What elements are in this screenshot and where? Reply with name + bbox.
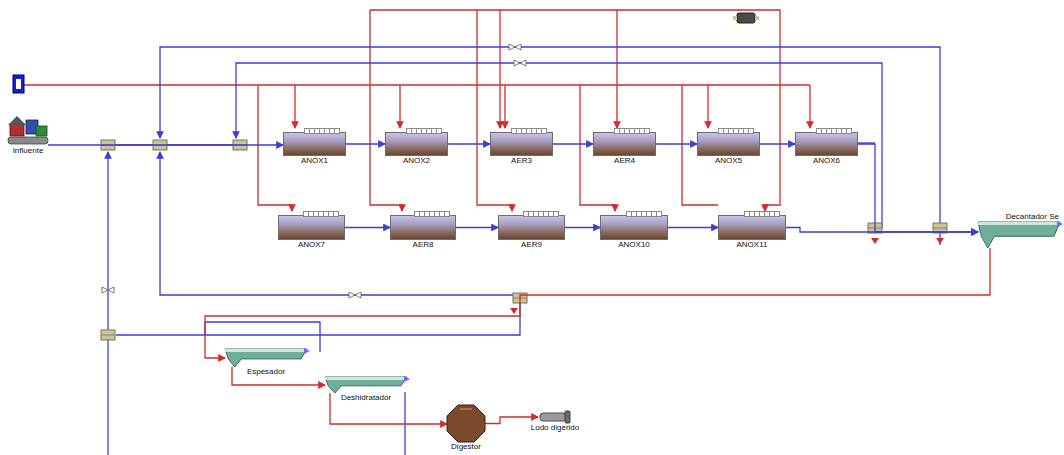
clarifier-tank — [325, 377, 407, 393]
unit-label: AER3 — [510, 156, 533, 166]
digester-body — [447, 405, 485, 442]
shape-outline — [325, 377, 407, 393]
flow-connector — [760, 143, 795, 144]
unit-label: AER4 — [613, 156, 636, 166]
reactor-tank — [600, 215, 668, 240]
roof — [8, 116, 26, 125]
process-unit: ANOX2 — [385, 132, 448, 166]
shape-outline — [978, 222, 1060, 248]
flow-connector — [668, 227, 718, 228]
unit-label: AER9 — [520, 240, 543, 250]
flow-connector — [345, 227, 390, 228]
unit-label: ANOX10 — [617, 240, 651, 250]
process-unit: ANOX7 — [278, 215, 345, 250]
flow-connector — [48, 144, 283, 145]
flow-connector — [565, 227, 600, 228]
process-unit: ANOX11 — [718, 215, 786, 250]
digester-rim — [460, 409, 472, 410]
unit-label: Decantador Se — [1005, 212, 1060, 222]
unit-label: Espesador — [246, 367, 286, 377]
flow-connector — [448, 143, 490, 144]
flow-connector — [205, 248, 990, 358]
clarifier-rim — [978, 222, 1060, 225]
sludge-outlet — [538, 411, 572, 423]
building — [36, 126, 47, 136]
flow-connector — [786, 228, 978, 233]
process-unit: Lodo digerido — [530, 411, 580, 433]
unit-label: ANOX5 — [714, 156, 743, 166]
unit-label: Lodo digerido — [530, 423, 580, 433]
process-unit: ANOX6 — [795, 132, 858, 166]
digester-tank — [447, 405, 485, 442]
reactor-tank — [490, 132, 553, 156]
reactor-tank — [390, 215, 456, 240]
clarifier-tank — [978, 222, 1060, 248]
pipe-body — [540, 413, 566, 421]
shape-outline — [8, 112, 48, 146]
influent-icon — [8, 112, 48, 146]
unit-label: Digestor — [450, 442, 482, 452]
process-unit: AER3 — [490, 132, 553, 166]
reactor-tank — [385, 132, 448, 156]
house — [10, 124, 24, 136]
process-unit: AER9 — [498, 215, 565, 250]
outlet-port — [1057, 221, 1063, 227]
clarifier-rim — [325, 377, 407, 380]
clarifier-rim — [225, 349, 307, 352]
flow-connector — [485, 417, 538, 424]
air-lines — [24, 10, 810, 211]
conveyor — [8, 137, 48, 144]
reactor-tank — [283, 132, 346, 156]
process-unit: ANOX10 — [600, 215, 668, 250]
process-unit: ANOX1 — [283, 132, 346, 166]
pipe-cap — [565, 411, 570, 423]
flow-connector — [232, 367, 325, 385]
process-unit: Influente — [8, 112, 48, 156]
outlet-port — [404, 376, 410, 382]
shape-outline — [538, 411, 572, 423]
flow-connector — [346, 143, 385, 144]
pump — [733, 13, 759, 23]
process-unit: ANOX5 — [697, 132, 760, 166]
process-unit: Digestor — [447, 405, 485, 452]
clarifier-tank — [225, 349, 307, 367]
unit-label: ANOX7 — [297, 240, 326, 250]
reactor-tank — [697, 132, 760, 156]
shape-outline — [447, 405, 485, 442]
recycle-lines — [108, 47, 940, 455]
process-unit: Espesador — [225, 349, 307, 377]
reactor-tank — [593, 132, 656, 156]
flow-connector — [330, 393, 447, 424]
unit-label: ANOX11 — [736, 240, 769, 250]
flow-connector — [656, 143, 697, 144]
flow-connector — [553, 143, 593, 144]
unit-label: ANOX6 — [812, 156, 841, 166]
clarifier-body — [325, 377, 407, 393]
unit-label: Influente — [12, 146, 45, 156]
process-unit: Deshidratador — [325, 377, 407, 403]
unit-label: ANOX2 — [402, 156, 431, 166]
unit-label: ANOX1 — [300, 156, 329, 166]
reactor-tank — [718, 215, 786, 240]
flow-connector — [858, 144, 978, 232]
shape-outline — [225, 349, 307, 367]
unit-label: Deshidratador — [340, 393, 392, 403]
outlet-port — [304, 348, 310, 354]
process-unit: Decantador Se — [978, 212, 1060, 248]
reactor-tank — [278, 215, 345, 240]
process-unit: AER8 — [390, 215, 456, 250]
air-source — [16, 79, 21, 89]
reactor-tank — [795, 132, 858, 156]
process-unit: AER4 — [593, 132, 656, 166]
reactor-tank — [498, 215, 565, 240]
clarifier-body — [225, 349, 307, 367]
clarifier-body — [978, 222, 1060, 248]
flow-connector — [456, 227, 498, 228]
unit-label: AER8 — [412, 240, 435, 250]
air-source — [13, 75, 24, 93]
